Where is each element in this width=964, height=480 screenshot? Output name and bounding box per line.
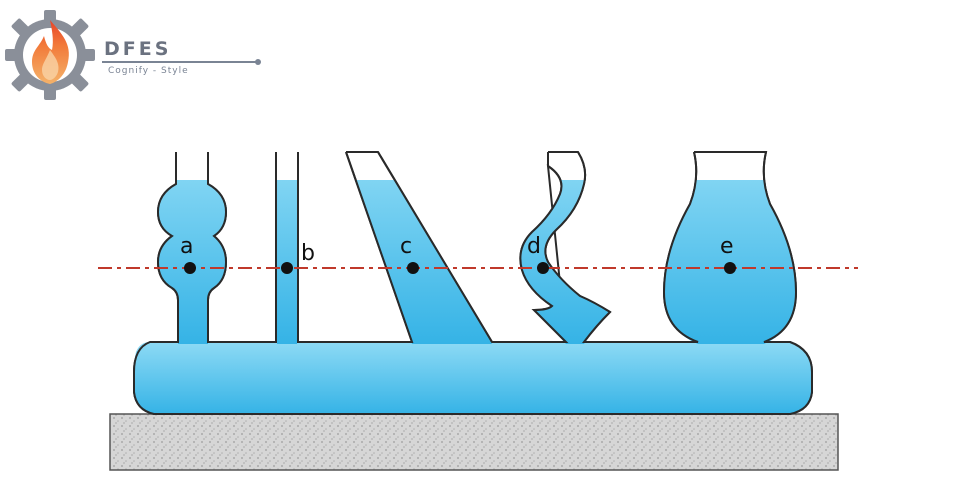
point-a-label: a bbox=[180, 234, 193, 259]
point-d-label: d bbox=[527, 234, 541, 259]
point-b-label: b bbox=[301, 241, 315, 266]
logo-divider bbox=[102, 59, 261, 65]
point-c-marker bbox=[407, 262, 419, 274]
point-b-marker bbox=[281, 262, 293, 274]
point-c-label: c bbox=[400, 234, 412, 259]
logo-title: DFES bbox=[104, 38, 172, 60]
point-e-label: e bbox=[720, 234, 734, 259]
point-a-marker bbox=[184, 262, 196, 274]
water bbox=[134, 180, 812, 414]
point-e-marker bbox=[724, 262, 736, 274]
logo-subtitle: Cognify - Style bbox=[108, 66, 189, 76]
logo: DFES Cognify - Style bbox=[0, 0, 270, 110]
point-d-marker bbox=[537, 262, 549, 274]
gear-flame-icon bbox=[5, 10, 95, 100]
ground-slab bbox=[109, 413, 839, 471]
